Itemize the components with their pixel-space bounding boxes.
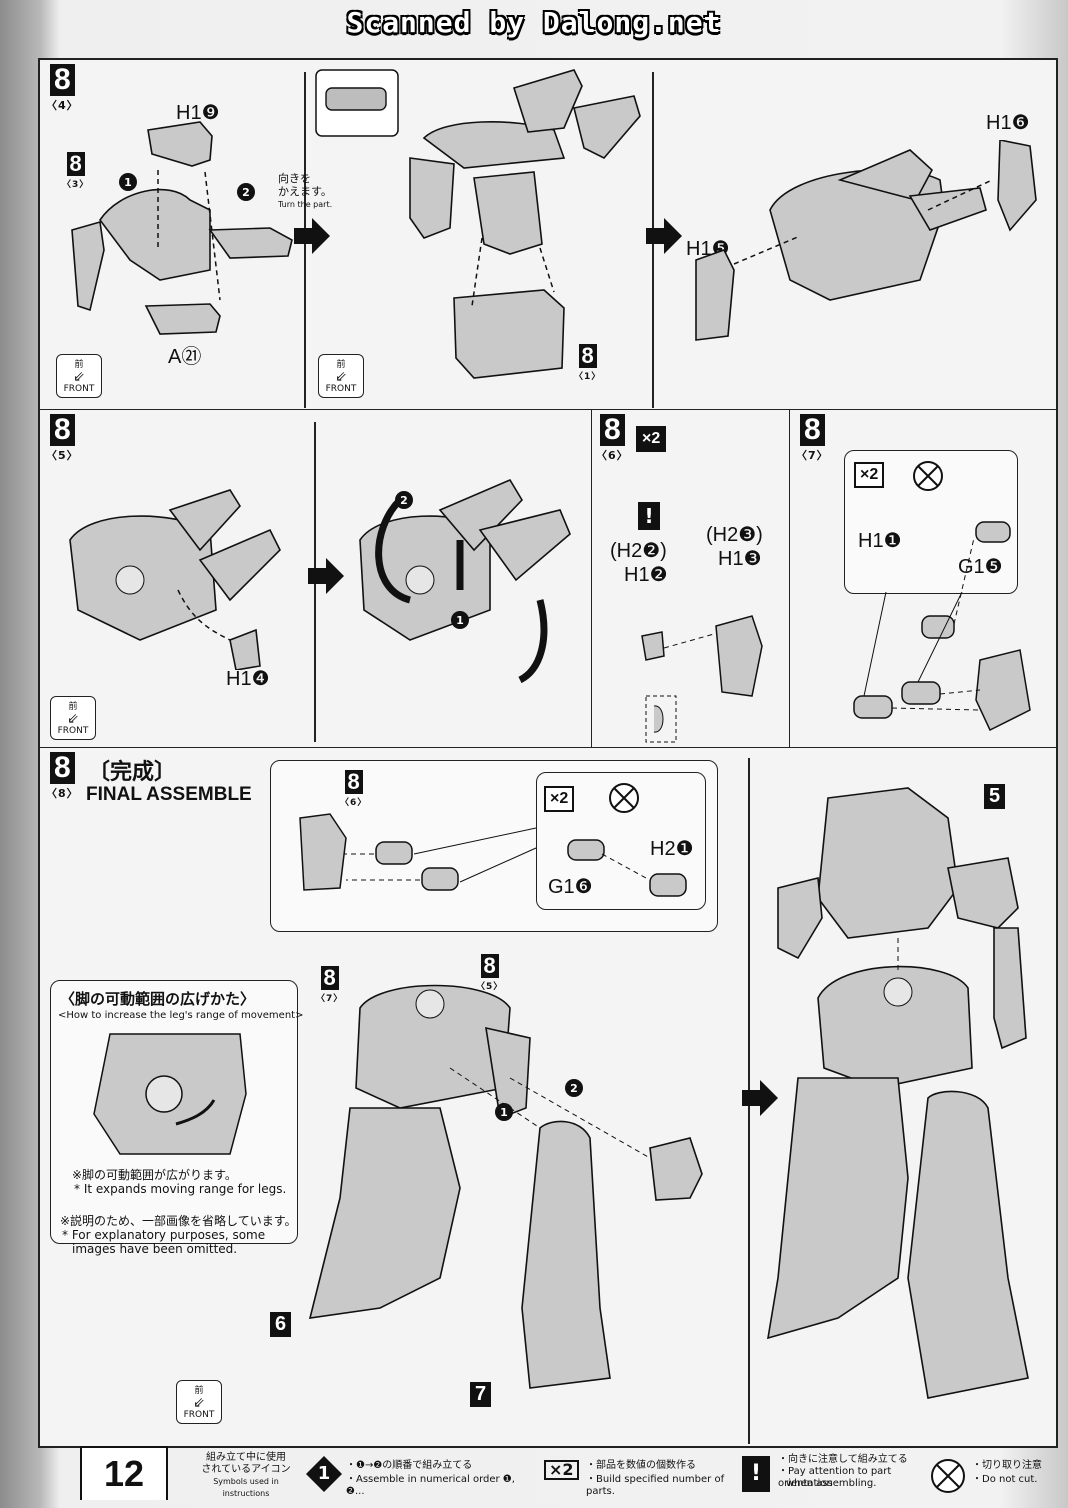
- callout-step-number: 8 〈6〉: [340, 769, 368, 808]
- legend-do-not-cut-item: ・切り取り注意 ・Do not cut.: [930, 1452, 1058, 1500]
- part-label-g15: G1❺: [958, 556, 1003, 578]
- step-number: 8 〈8〉: [46, 751, 79, 800]
- front-indicator: 前 ⇙ FRONT: [318, 354, 364, 398]
- leg-range-note2-en1: * For explanatory purposes, some: [62, 1228, 266, 1242]
- scanner-watermark: Scanned by Dalong.net: [346, 6, 722, 39]
- part-label-a21: A㉑: [168, 346, 202, 368]
- quantity-icon: ×2: [544, 1460, 579, 1480]
- part-label-h16: H1❻: [986, 112, 1030, 134]
- waist-side-rotated-drawing: 2 1: [359, 478, 571, 684]
- panel-step-8-6: 8 〈6〉 ×2 ! (H2❷) H1❷ (H2❸) H1❸: [592, 410, 790, 748]
- step-number: 8 〈4〉: [46, 63, 79, 112]
- legend-title: 組み立て中に使用 されているアイコン Symbols used in instr…: [201, 1452, 291, 1498]
- flow-arrow: [646, 218, 682, 254]
- orientation-warning-icon: !: [638, 502, 660, 530]
- inset-step-number: 8 〈3〉: [62, 151, 90, 190]
- panel-step-8-5: 8 〈5〉 H1❹ 前 ⇙ FRONT: [40, 410, 592, 748]
- waist-skirt-drawing: [315, 69, 641, 379]
- order-mark-2: 2: [570, 1082, 578, 1095]
- legend-quantity-item: ×2 ・部品を数値の個数作る ・Build specified number o…: [544, 1452, 734, 1500]
- part-label-g16: G1❻: [548, 876, 593, 898]
- front-indicator: 前 ⇙ FRONT: [176, 1380, 222, 1424]
- leg-range-note2-en2: images have been omitted.: [72, 1242, 238, 1256]
- callout-parts-drawing: [299, 813, 687, 897]
- right-leg-step-number: 8 〈5〉: [476, 953, 504, 992]
- flow-arrow: [742, 1080, 778, 1116]
- final-title-en: FINAL ASSEMBLE: [86, 784, 252, 805]
- leg-range-title-jp: 〈脚の可動範囲の広げかた〉: [60, 990, 256, 1008]
- part-tag-7: 7: [470, 1382, 492, 1407]
- joint-parts-drawing: [641, 615, 763, 743]
- leg-range-note1-jp: ※脚の可動範囲が広がります。: [72, 1168, 237, 1182]
- instruction-page: 8 〈4〉 8 〈3〉 H1❾ A㉑ 1 2: [38, 58, 1058, 1448]
- quantity-badge: ×2: [636, 426, 667, 452]
- do-not-cut-icon: [931, 1459, 965, 1493]
- part-label-h14: H1❹: [226, 668, 270, 690]
- legend-orientation-item: ! ・向きに注意して組み立てる ・Pay attention to part o…: [742, 1452, 922, 1500]
- leg-range-drawing: [93, 1033, 247, 1155]
- part-label-h13: H1❸: [718, 548, 762, 570]
- leg-range-note2-jp: ※説明のため、一部画像を省略しています。: [60, 1214, 297, 1228]
- flow-arrow: [308, 558, 344, 594]
- order-mark-1: 1: [456, 614, 464, 627]
- lower-body-assembly-drawing: 1 2: [308, 984, 703, 1389]
- left-leg-step-number: 8 〈7〉: [316, 965, 344, 1004]
- leg-range-title-en: <How to increase the leg's range of move…: [58, 1010, 304, 1021]
- step-number: 8 〈5〉: [46, 413, 79, 462]
- final-title-jp: 〔完成〕: [88, 759, 177, 784]
- do-not-cut-icon: [913, 461, 943, 491]
- order-mark-2: 2: [242, 186, 250, 199]
- part-label-h19: H1❾: [176, 102, 220, 124]
- page-number: 12: [80, 1446, 168, 1500]
- order-mark-1: 1: [124, 176, 132, 189]
- waist-armor-drawing: 1 2: [71, 121, 293, 335]
- quantity-badge: ×2: [544, 786, 575, 812]
- completed-figure-drawing: [767, 787, 1029, 1399]
- flow-arrow: [294, 218, 330, 254]
- part-tag-6: 6: [270, 1312, 292, 1337]
- orientation-icon: !: [742, 1456, 770, 1492]
- order-icon: 1: [306, 1456, 342, 1492]
- legend-order-item: 1 ・❶→❷の順番で組み立てる ・Assemble in numerical o…: [306, 1452, 532, 1500]
- part-label-h12: H1❷: [624, 564, 668, 586]
- panel-step-8-4: 8 〈4〉 8 〈3〉 H1❾ A㉑ 1 2: [40, 60, 1056, 410]
- front-indicator: 前 ⇙ FRONT: [56, 354, 102, 398]
- part-label-h11: H1❶: [858, 530, 902, 552]
- part-tag-5: 5: [984, 784, 1006, 809]
- order-mark-2: 2: [400, 494, 408, 507]
- step-number: 8 〈7〉: [796, 413, 829, 462]
- waist-side-drawing: [69, 489, 281, 670]
- part-label-h21: H2❶: [650, 838, 694, 860]
- joint-assembly-drawing: [853, 521, 1031, 732]
- panel-final-assemble: 8 〈8〉 〔完成〕 FINAL ASSEMBLE 8 〈6〉 ×2 H2❶ G…: [40, 748, 1056, 1448]
- turn-part-note: 向きを かえます。 Turn the part.: [278, 172, 333, 209]
- quantity-badge: ×2: [854, 462, 885, 488]
- part-label-h22: (H2❷): [610, 540, 667, 562]
- body-step-number: 8 〈1〉: [574, 343, 602, 382]
- step-number: 8 〈6〉: [596, 413, 629, 462]
- order-mark-1: 1: [500, 1106, 508, 1119]
- panel-step-8-7: 8 〈7〉 ×2 H1❶ G1❺: [790, 410, 1056, 748]
- do-not-cut-icon: [609, 783, 639, 813]
- leg-range-note1-en: * It expands moving range for legs.: [74, 1182, 287, 1196]
- part-label-h23: (H2❸): [706, 524, 763, 546]
- front-indicator: 前 ⇙ FRONT: [50, 696, 96, 740]
- waist-assembly-drawing: [695, 140, 1037, 341]
